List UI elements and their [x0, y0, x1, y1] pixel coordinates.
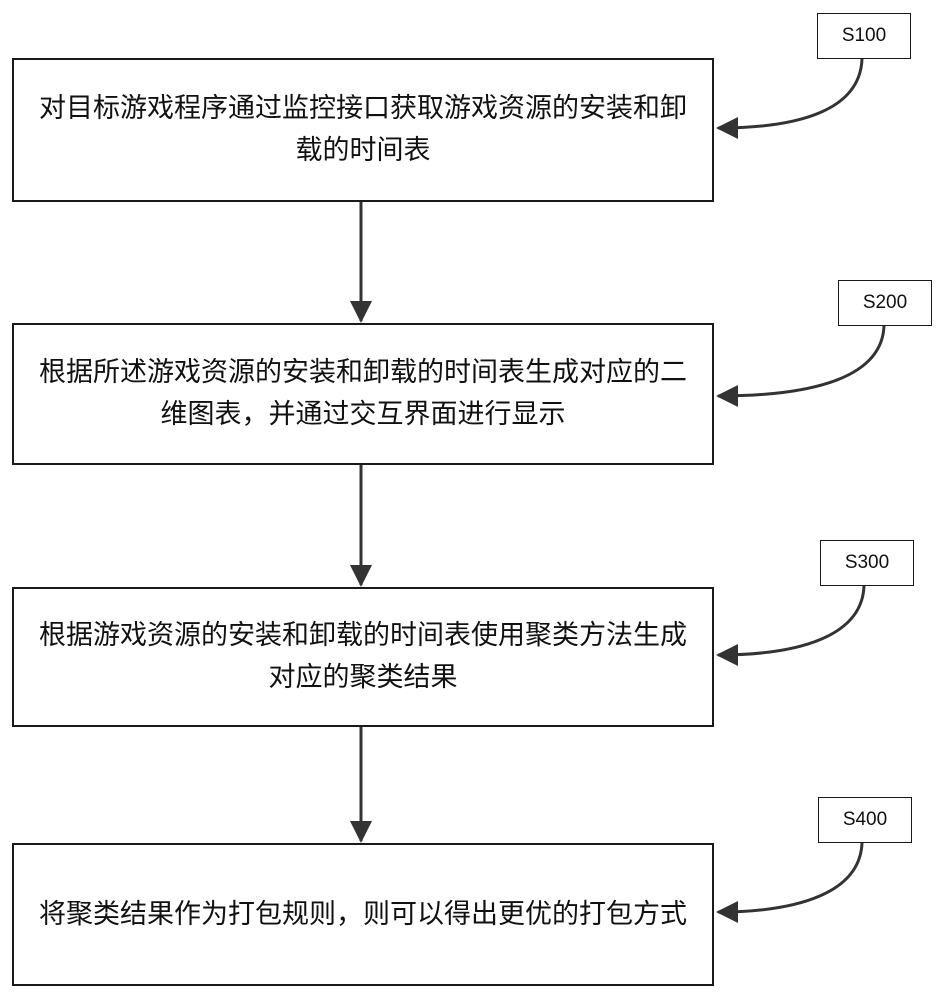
- label-connector-s300: [716, 585, 866, 666]
- step-label-text-s200: S200: [862, 292, 908, 313]
- label-connector-s200: [716, 325, 886, 407]
- step-label-text-s300: S300: [844, 552, 890, 573]
- step-label-s400: S400: [818, 797, 912, 843]
- step-text-s300: 根据游戏资源的安装和卸载的时间表使用聚类方法生成对应的聚类结果: [39, 620, 687, 693]
- step-label-s100: S100: [817, 13, 911, 59]
- step-label-text-s100: S100: [841, 25, 887, 46]
- step-label-text-s400: S400: [842, 809, 888, 830]
- step-text-s100: 对目标游戏程序通过监控接口获取游戏资源的安装和卸载的时间表: [39, 93, 687, 166]
- step-box-s400: 将聚类结果作为打包规则，则可以得出更优的打包方式: [12, 843, 714, 986]
- step-box-s300: 根据游戏资源的安装和卸载的时间表使用聚类方法生成对应的聚类结果: [12, 587, 714, 727]
- step-label-s300: S300: [820, 540, 914, 586]
- step-text-s400: 将聚类结果作为打包规则，则可以得出更优的打包方式: [39, 898, 687, 930]
- step-text-s200: 根据所述游戏资源的安装和卸载的时间表生成对应的二维图表，并通过交互界面进行显示: [39, 357, 687, 430]
- label-connector-s100: [716, 58, 864, 139]
- step-box-s100: 对目标游戏程序通过监控接口获取游戏资源的安装和卸载的时间表: [12, 58, 714, 202]
- label-connector-s400: [716, 842, 864, 923]
- step-label-s200: S200: [838, 280, 932, 326]
- step-box-s200: 根据所述游戏资源的安装和卸载的时间表生成对应的二维图表，并通过交互界面进行显示: [12, 323, 714, 465]
